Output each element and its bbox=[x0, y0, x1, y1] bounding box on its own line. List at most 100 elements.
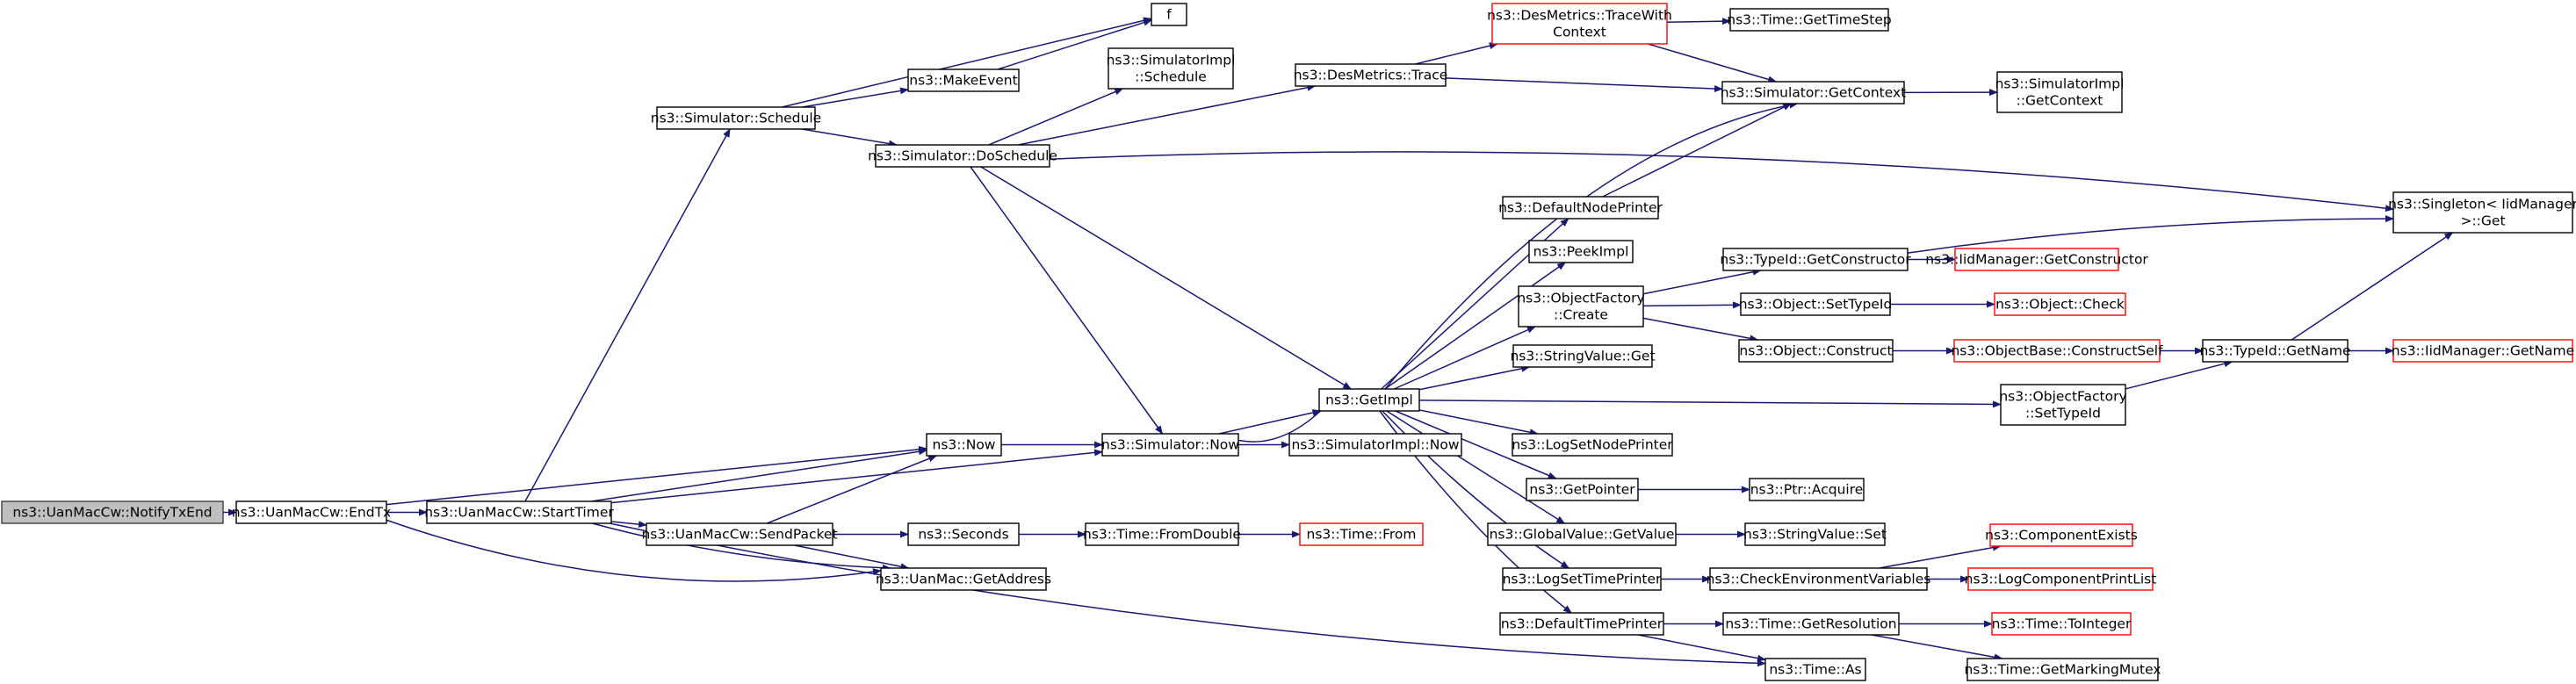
node-getpointer[interactable]: ns3::GetPointer bbox=[1526, 478, 1639, 501]
node-starttimer[interactable]: ns3::UanMacCw::StartTimer bbox=[424, 500, 614, 524]
node-constructself[interactable]: ns3::ObjectBase::ConstructSelf bbox=[1951, 339, 2163, 363]
node-sendpacket[interactable]: ns3::UanMacCw::SendPacket bbox=[641, 522, 838, 546]
node-label-schedule: ns3::Simulator::Schedule bbox=[651, 111, 821, 126]
node-settypeid[interactable]: ns3::Object::SetTypeId bbox=[1739, 292, 1893, 316]
edge-getimpl-to-gvgetvalue bbox=[1386, 410, 1566, 524]
node-getctor[interactable]: ns3::TypeId::GetConstructor bbox=[1720, 248, 1911, 271]
node-box-lognodeprinter bbox=[1512, 433, 1673, 457]
node-defnodeprinter[interactable]: ns3::DefaultNodePrinter bbox=[1498, 196, 1663, 220]
edge-starttimer-to-schedule bbox=[524, 128, 731, 502]
node-label-getctor: ns3::TypeId::GetConstructor bbox=[1720, 252, 1911, 268]
node-label-iidgetname: ns3::IidManager::GetName bbox=[2392, 343, 2574, 359]
node-label-timeas: ns3::Time::As bbox=[1769, 662, 1861, 678]
node-markingmutex[interactable]: ns3::Time::GetMarkingMutex bbox=[1964, 658, 2161, 681]
node-label-sendpacket: ns3::UanMacCw::SendPacket bbox=[641, 527, 837, 543]
node-label-logcompprint: ns3::LogComponentPrintList bbox=[1965, 572, 2157, 587]
node-gettimestep[interactable]: ns3::Time::GetTimeStep bbox=[1727, 8, 1892, 32]
node-peekimpl[interactable]: ns3::PeekImpl bbox=[1528, 240, 1634, 263]
node-label-f: f bbox=[1166, 7, 1172, 23]
node-getcontext[interactable]: ns3::Simulator::GetContext bbox=[1721, 81, 1907, 104]
edge-starttimer-to-timeas bbox=[609, 522, 1766, 667]
node-getaddress[interactable]: ns3::UanMac::GetAddress bbox=[876, 567, 1051, 591]
node-checkenv[interactable]: ns3::CheckEnvironmentVariables bbox=[1707, 567, 1931, 591]
node-ptracquire[interactable]: ns3::Ptr::Acquire bbox=[1749, 478, 1865, 501]
node-box-endtx bbox=[235, 500, 387, 524]
edge-getimpl-to-strvalget bbox=[1418, 364, 1531, 391]
edge-ofcreate-to-getctor bbox=[1642, 268, 1762, 295]
node-simnow[interactable]: ns3::Simulator::Now bbox=[1101, 433, 1239, 457]
node-logtimeprinter[interactable]: ns3::LogSetTimePrinter bbox=[1502, 567, 1662, 591]
node-iidgetname[interactable]: ns3::IidManager::GetName bbox=[2392, 339, 2574, 363]
node-compexists[interactable]: ns3::ComponentExists bbox=[1985, 523, 2138, 547]
edge-sendpacket-to-getaddress bbox=[794, 544, 910, 571]
node-tointeger[interactable]: ns3::Time::ToInteger bbox=[1991, 612, 2132, 636]
node-box-getname bbox=[2202, 339, 2349, 363]
edge-makeevent-to-f bbox=[997, 18, 1152, 70]
node-label-getresolution: ns3::Time::GetResolution bbox=[1725, 616, 1896, 632]
node-label-getimpl: ns3::GetImpl bbox=[1325, 392, 1413, 408]
node-box-fromdouble bbox=[1085, 522, 1239, 546]
node-implgetctx[interactable]: ns3::SimulatorImpl::GetContext bbox=[1995, 71, 2125, 113]
node-endtx[interactable]: ns3::UanMacCw::EndTx bbox=[232, 500, 391, 524]
edge-ofcreate-to-construct bbox=[1642, 317, 1759, 342]
node-label-strvalset: ns3::StringValue::Set bbox=[1743, 527, 1887, 543]
node-timefrom[interactable]: ns3::Time::From bbox=[1299, 522, 1424, 546]
node-objcheck[interactable]: ns3::Object::Check bbox=[1994, 292, 2126, 316]
node-notify[interactable]: ns3::UanMacCw::NotifyTxEnd bbox=[1, 500, 224, 524]
node-label-gvgetvalue: ns3::GlobalValue::GetValue bbox=[1490, 527, 1675, 543]
node-gvgetvalue[interactable]: ns3::GlobalValue::GetValue bbox=[1487, 522, 1677, 546]
node-f[interactable]: f bbox=[1151, 3, 1187, 26]
node-label-objcheck: ns3::Object::Check bbox=[1995, 297, 2125, 313]
node-label-starttimer: ns3::UanMacCw::StartTimer bbox=[424, 505, 614, 521]
node-label-ptracquire: ns3::Ptr::Acquire bbox=[1750, 482, 1864, 498]
node-label-iidgetctor: ns3::IidManager::GetConstructor bbox=[1925, 252, 2148, 268]
node-implschedule[interactable]: ns3::SimulatorImpl::Schedule bbox=[1107, 47, 1236, 90]
node-strvalset[interactable]: ns3::StringValue::Set bbox=[1743, 522, 1887, 546]
node-label-makeevent: ns3::MakeEvent bbox=[909, 73, 1017, 89]
node-destrace[interactable]: ns3::DesMetrics::Trace bbox=[1294, 63, 1448, 87]
node-ofcreate[interactable]: ns3::ObjectFactory::Create bbox=[1517, 285, 1645, 328]
node-getname[interactable]: ns3::TypeId::GetName bbox=[2199, 339, 2351, 363]
node-implnow[interactable]: ns3::SimulatorImpl::Now bbox=[1288, 433, 1462, 457]
node-label-ofsettypeid-1: ::SetTypeId bbox=[2025, 406, 2101, 421]
node-label-fromdouble: ns3::Time::FromDouble bbox=[1083, 527, 1241, 543]
node-label-implschedule-1: ::Schedule bbox=[1135, 69, 1207, 85]
node-box-seconds bbox=[907, 522, 1020, 546]
node-label-peekimpl: ns3::PeekImpl bbox=[1533, 244, 1629, 260]
node-label-ofcreate-1: ::Create bbox=[1554, 307, 1608, 323]
node-box-gvgetvalue bbox=[1487, 522, 1677, 546]
node-label-seconds: ns3::Seconds bbox=[918, 527, 1008, 543]
node-getresolution[interactable]: ns3::Time::GetResolution bbox=[1722, 612, 1900, 636]
node-iidgetctor[interactable]: ns3::IidManager::GetConstructor bbox=[1925, 248, 2148, 271]
node-construct[interactable]: ns3::Object::Construct bbox=[1738, 339, 1894, 363]
node-box-simnow bbox=[1101, 433, 1239, 457]
node-label-destracectx-1: Context bbox=[1553, 25, 1606, 40]
node-label-simnow: ns3::Simulator::Now bbox=[1101, 437, 1239, 453]
edge-simnow-to-getimpl bbox=[1218, 409, 1322, 435]
edge-starttimer-to-sendpacket bbox=[610, 521, 647, 529]
node-now[interactable]: ns3::Now bbox=[926, 433, 1002, 457]
node-lognodeprinter[interactable]: ns3::LogSetNodePrinter bbox=[1512, 433, 1673, 457]
node-getimpl[interactable]: ns3::GetImpl bbox=[1318, 388, 1420, 412]
node-fromdouble[interactable]: ns3::Time::FromDouble bbox=[1083, 522, 1241, 546]
edge-starttimer-to-simnow bbox=[610, 449, 1103, 504]
edge-doschedule-to-implschedule bbox=[988, 88, 1124, 146]
edge-deftimeprinter-to-timeas bbox=[1637, 634, 1766, 662]
node-label-implschedule-0: ns3::SimulatorImpl bbox=[1107, 53, 1236, 68]
node-strvalget[interactable]: ns3::StringValue::Get bbox=[1510, 344, 1656, 368]
node-timeas[interactable]: ns3::Time::As bbox=[1764, 658, 1866, 681]
node-makeevent[interactable]: ns3::MakeEvent bbox=[907, 68, 1020, 92]
node-singleton[interactable]: ns3::Singleton< IidManager >::Get bbox=[2388, 191, 2576, 234]
node-ofsettypeid[interactable]: ns3::ObjectFactory::SetTypeId bbox=[1999, 384, 2127, 426]
edge-doschedule-to-simnow bbox=[970, 166, 1164, 435]
node-deftimeprinter[interactable]: ns3::DefaultTimePrinter bbox=[1499, 612, 1664, 636]
node-doschedule[interactable]: ns3::Simulator::DoSchedule bbox=[868, 144, 1057, 168]
edge-doschedule-to-getimpl bbox=[980, 166, 1353, 390]
edge-getname-to-singleton bbox=[2291, 232, 2454, 341]
edge-defnodeprinter-to-getcontext bbox=[1602, 103, 1793, 198]
node-schedule[interactable]: ns3::Simulator::Schedule bbox=[651, 106, 821, 130]
node-seconds[interactable]: ns3::Seconds bbox=[907, 522, 1020, 546]
node-logcompprint[interactable]: ns3::LogComponentPrintList bbox=[1965, 567, 2157, 591]
